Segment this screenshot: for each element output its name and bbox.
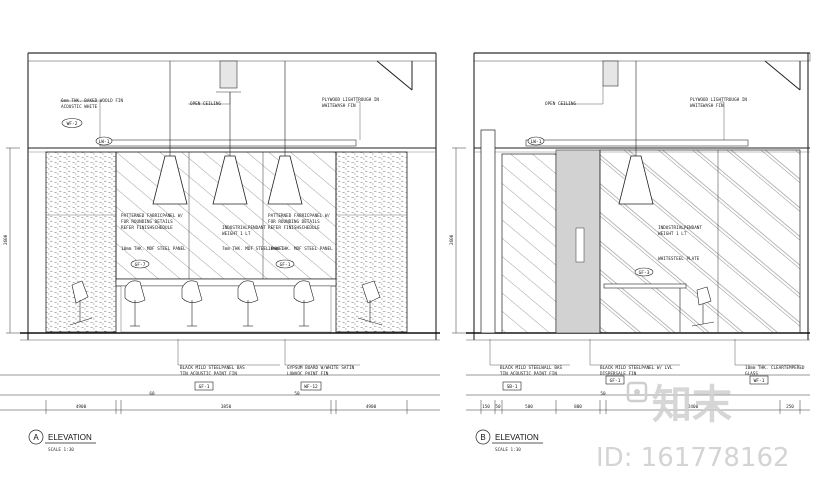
dim-a-4: 4900 <box>366 404 377 410</box>
dim-b-0: 150 <box>482 404 490 410</box>
dim-b-3: 800 <box>574 404 582 410</box>
callout-mdf-left-1: 10mm THK. MDF STEEL PANEL <box>121 246 186 252</box>
pendant-lamp-1 <box>152 61 188 205</box>
svg-text:WF-1: WF-1 <box>754 378 765 384</box>
dim-a-2: 3850 <box>221 404 232 410</box>
svg-text:ELEVATION: ELEVATION <box>48 433 92 442</box>
watermark-id: ID: 161778162 <box>596 443 790 473</box>
watermark-logo-text: 知末 <box>652 381 732 428</box>
dim-b-4: 50 <box>600 391 606 397</box>
callout-plywood: PLYWOOD LIGHTTROUGH IN <box>322 97 379 103</box>
dim-b-2: 500 <box>525 404 533 410</box>
callout-wall-finish-2: ACOUSTIC WHITE <box>61 104 98 110</box>
elevation-a: 2600 6mm THK. BAKED WOOLD FIN ACOUSTIC W… <box>0 52 440 453</box>
finish-tag: WF-1 <box>749 375 769 385</box>
callout-panel-right-3: REFER FINISHSCHEDULE <box>268 225 320 231</box>
svg-text:A: A <box>33 433 39 442</box>
callout-bottom-left-2: TIN ACOUSTIC PAINT FIN <box>180 371 237 377</box>
pendant-lamp-4 <box>618 61 654 205</box>
callout-pendant: INDUSTRIALPENDANT <box>222 225 266 231</box>
callout-bottom-right-1: GYPSUM BOARD W/WHITE SATIN <box>287 365 355 371</box>
callout-panel-right-1: PATTERNED FABRICPANEL W/ <box>268 213 330 219</box>
svg-text:B: B <box>480 433 485 442</box>
bar-stools <box>69 280 383 327</box>
elevation-b: 2600 OPEN CEILING PLYWOOD LIGHTTROUGH IN… <box>376 52 811 453</box>
pendant-lamp-3 <box>267 61 303 205</box>
dim-a-0: 4900 <box>76 404 87 410</box>
watermark-logo-icon <box>626 381 648 403</box>
height-dim-a: 2600 <box>3 234 9 245</box>
callout-plywood-b-2: WHITEWASH FIN <box>690 103 724 109</box>
finish-tag: SB-1 <box>502 381 522 391</box>
title-elevation-b: B ELEVATION SCALE 1:30 <box>475 429 543 453</box>
svg-text:ELEVATION: ELEVATION <box>495 433 539 442</box>
watermark: 知末 ID: 161778162 <box>596 381 790 473</box>
svg-text:SB-1: SB-1 <box>507 384 518 390</box>
callout-bottom-b-left-2: TIN ACOUSTIC PAINT FIN <box>500 371 557 377</box>
callout-panel-left-2: FOR ROUNDING DETAILS <box>121 219 173 225</box>
callout-bottom-b-left-1: BLACK MILD STEELWALL BAS <box>500 365 562 371</box>
finish-tag: WF-12 <box>300 381 322 391</box>
finish-tag: WF-2 <box>61 118 83 128</box>
svg-text:GF-1: GF-1 <box>610 378 621 384</box>
callout-mdf-right: 10mm THK. MDF STEEL PANEL <box>268 246 333 252</box>
title-elevation-a: A ELEVATION SCALE 1:30 <box>28 429 96 453</box>
svg-text:SCALE 1:30: SCALE 1:30 <box>48 447 74 453</box>
svg-text:WF-12: WF-12 <box>304 384 318 390</box>
svg-text:GF-7: GF-7 <box>135 262 146 268</box>
finish-tag: GF-1 <box>194 381 214 391</box>
callout-steel-plate: WHITESTEEL PLATE <box>658 256 700 262</box>
height-dim-b: 2600 <box>449 234 455 245</box>
dim-b-5: 2400 <box>688 404 699 410</box>
finish-tag: GF-7 <box>130 259 150 269</box>
finish-tag: GF-3 <box>634 267 654 277</box>
callout-panel-right-2: FOR ROUNDING DETAILS <box>268 219 320 225</box>
callout-mdf-left-2: 7mm THK. MDF STEEL PANEL <box>222 246 284 252</box>
dim-b-1: 50 <box>495 404 501 410</box>
callout-bottom-left-1: BLACK MILD STEELPANEL BAS <box>180 365 245 371</box>
callout-pendant-2: WEIGHT 1 LT <box>222 231 251 237</box>
callout-panel-left-1: PATTERNED FABRICPANEL W/ <box>121 213 183 219</box>
callout-bottom-b-right-1: 10mm THK. CLEARTEMPERED <box>745 365 805 371</box>
callout-pendant-b: INDUSTRIALPENDANT <box>658 225 702 231</box>
callout-pendant-b-2: WEIGHT 1 LT <box>658 231 687 237</box>
svg-text:GF-1: GF-1 <box>280 262 291 268</box>
finish-tag: LW-1 <box>95 136 113 146</box>
svg-text:GF-3: GF-3 <box>639 270 650 276</box>
dim-b-6: 250 <box>786 404 794 410</box>
finish-tag: LW-1 <box>527 136 545 146</box>
callout-plywood-b: PLYWOOD LIGHTTROUGH IN <box>690 97 747 103</box>
callout-bottom-right-2: LOWVOC PAINT FIN <box>287 371 329 377</box>
dim-a-1: 60 <box>149 391 155 397</box>
callout-open-ceiling-b: OPEN CEILING <box>545 101 576 107</box>
svg-text:LW-1: LW-1 <box>99 139 110 145</box>
callout-panel-left-3: REFER FINISHSCHEDULE <box>121 225 173 231</box>
callout-plywood-2: WHITEWASH FIN <box>322 103 356 109</box>
callout-wall-finish: 6mm THK. BAKED WOOLD FIN <box>61 98 123 104</box>
finish-tag: GF-1 <box>605 375 625 385</box>
svg-text:WF-2: WF-2 <box>67 121 78 127</box>
callout-bottom-b-mid-1: BLACK MILD STEELPANEL W/ LVL <box>600 365 673 371</box>
callout-bottom-b-mid-2: DISPERSALE FIN <box>600 371 637 377</box>
svg-text:SCALE 1:30: SCALE 1:30 <box>495 447 521 453</box>
svg-text:LW-1: LW-1 <box>531 139 542 145</box>
dim-a-3: 50 <box>294 391 300 397</box>
callout-bottom-b-right-2: GLASS <box>745 371 758 377</box>
callout-open-ceiling: OPEN CEILING <box>190 101 221 107</box>
finish-tag: GF-1 <box>275 259 295 269</box>
svg-text:GF-1: GF-1 <box>199 384 210 390</box>
